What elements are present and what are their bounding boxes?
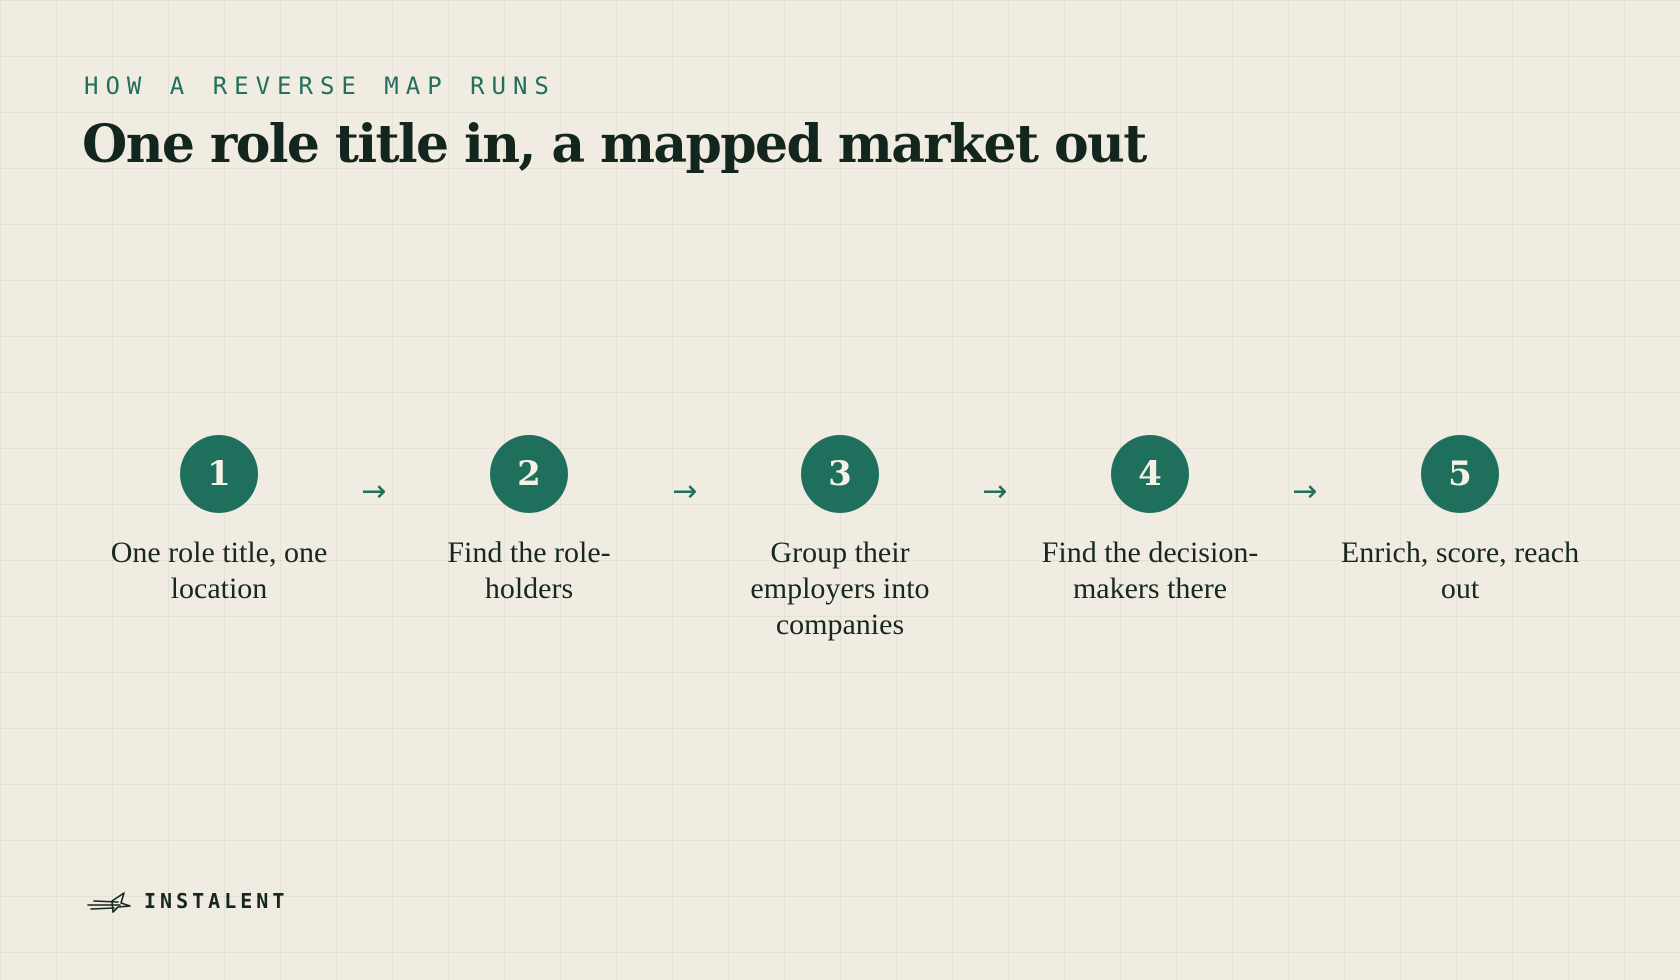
instalent-logo-icon [87, 892, 131, 913]
step-number-badge: 1 [180, 435, 258, 513]
brand-logo: INSTALENT [86, 888, 288, 914]
step-label: One role title, one location [110, 536, 328, 605]
arrow-right-icon: → [1292, 474, 1318, 509]
step-label: Find the role-holders [447, 536, 611, 605]
step-label: Enrich, score, reach out [1340, 536, 1580, 605]
step-5: 5 Enrich, score, reach out [1330, 435, 1590, 607]
step-number-badge: 5 [1421, 435, 1499, 513]
step-label: Find the decision-makers there [1041, 536, 1259, 605]
arrow-right-icon: → [361, 474, 387, 509]
step-3: 3 Group their employers into companies [710, 435, 970, 643]
process-flow: 1 One role title, one location → 2 Find … [0, 435, 1680, 695]
arrow-right-icon: → [982, 474, 1008, 509]
step-1: 1 One role title, one location [89, 435, 349, 607]
step-number-badge: 3 [801, 435, 879, 513]
step-label: Group their employers into companies [750, 536, 930, 641]
eyebrow-label: HOW A REVERSE MAP RUNS [84, 72, 556, 100]
step-number-badge: 2 [490, 435, 568, 513]
brand-name: INSTALENT [144, 889, 289, 913]
page-title: One role title in, a mapped market out [82, 114, 1147, 175]
step-2: 2 Find the role-holders [399, 435, 659, 607]
step-4: 4 Find the decision-makers there [1020, 435, 1280, 607]
step-number-badge: 4 [1111, 435, 1189, 513]
arrow-right-icon: → [672, 474, 698, 509]
